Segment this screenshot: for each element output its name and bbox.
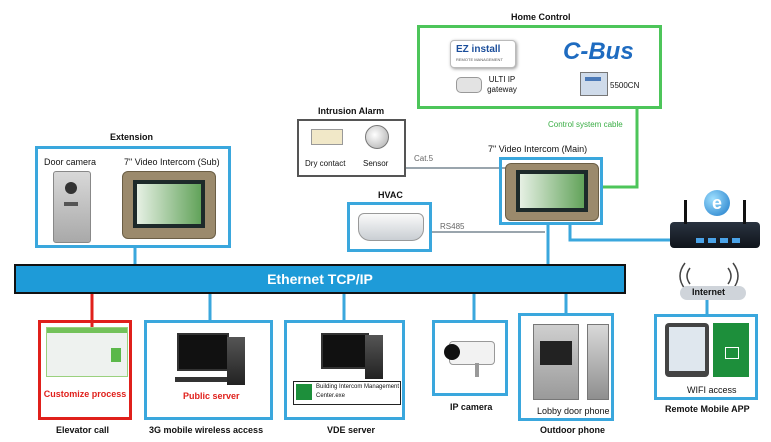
internet-explorer-icon: e <box>704 190 730 216</box>
keyboard-icon <box>175 377 227 382</box>
hvac-box <box>347 202 432 252</box>
router-antenna-right <box>743 200 746 224</box>
door-camera-icon <box>53 171 91 243</box>
ez-install-logo: EZ install REMOTE MANAGEMENT <box>450 40 516 68</box>
wifi-access-label: WIFI access <box>687 385 737 395</box>
home-control-box: EZ install REMOTE MANAGEMENT ULTI IP gat… <box>417 25 662 109</box>
internet-cloud-icon: Internet <box>680 286 746 300</box>
lobby-door-phone-icon <box>533 324 579 400</box>
remote-caption: Remote Mobile APP <box>665 404 750 414</box>
elevator-inner-label: Customize process <box>43 389 127 399</box>
ethernet-bus: Ethernet TCP/IP <box>14 264 626 294</box>
mobile3g-caption: 3G mobile wireless access <box>149 425 264 435</box>
mobile3g-box: Public server <box>144 320 273 420</box>
keypad-door-station-icon <box>587 324 609 400</box>
ipcam-box <box>432 320 508 396</box>
mobile-app-screen-icon <box>713 323 749 377</box>
cbus-logo: C-Bus <box>563 38 634 65</box>
router-antenna-left <box>684 200 687 224</box>
computer-tower-icon <box>227 337 245 385</box>
gateway-label-1: ULTI IP <box>488 75 516 84</box>
rs485-label: RS485 <box>440 222 465 231</box>
smartphone-hand-icon <box>665 323 709 377</box>
intrusion-box: Dry contact Sensor <box>297 119 406 177</box>
router-icon <box>670 222 760 248</box>
main-unit-title: 7" Video Intercom (Main) <box>488 144 588 154</box>
ip-camera-icon <box>444 341 495 365</box>
sensor-label: Sensor <box>363 159 389 168</box>
home-control-title: Home Control <box>511 12 571 22</box>
extension-title: Extension <box>110 132 154 142</box>
extension-box: Door camera 7" Video Intercom (Sub) <box>35 146 231 248</box>
gateway-label-2: gateway <box>487 85 517 94</box>
elevator-box: Customize process <box>38 320 132 420</box>
cbus-device-label: 5500CN <box>610 81 640 90</box>
cat5-label: Cat.5 <box>414 154 434 163</box>
vde-box: Building Intercom Management Center.exe <box>284 320 405 420</box>
video-sub-label: 7" Video Intercom (Sub) <box>124 157 220 167</box>
dry-contact-icon <box>311 129 343 145</box>
intrusion-title: Intrusion Alarm <box>318 106 385 116</box>
dry-contact-label: Dry contact <box>305 159 346 168</box>
ulti-ip-gateway-icon <box>456 77 482 93</box>
video-intercom-sub-icon <box>122 171 216 239</box>
vde-app-badge: Building Intercom Management Center.exe <box>293 381 401 405</box>
door-camera-label: Door camera <box>44 157 97 167</box>
elevator-caption: Elevator call <box>56 425 110 435</box>
monitor-icon <box>321 333 369 369</box>
outdoor-caption: Outdoor phone <box>540 425 605 435</box>
hvac-unit-icon <box>358 213 424 241</box>
cbus-device-icon <box>580 72 608 96</box>
public-server-label: Public server <box>183 391 240 401</box>
video-intercom-main-icon <box>505 163 599 221</box>
hvac-title: HVAC <box>378 190 403 200</box>
ipcam-caption: IP camera <box>450 402 493 412</box>
lobby-door-phone-label: Lobby door phone <box>537 406 610 416</box>
elevator-panel-icon <box>46 327 128 377</box>
control-cable-label: Control system cable <box>548 120 623 129</box>
vde-caption: VDE server <box>327 425 376 435</box>
computer-tower-icon <box>365 335 383 379</box>
outdoor-box: Lobby door phone <box>518 313 614 421</box>
main-unit-box <box>499 157 603 225</box>
monitor-icon <box>177 333 229 371</box>
remote-box: WIFI access <box>654 314 758 400</box>
sensor-icon <box>365 125 389 149</box>
